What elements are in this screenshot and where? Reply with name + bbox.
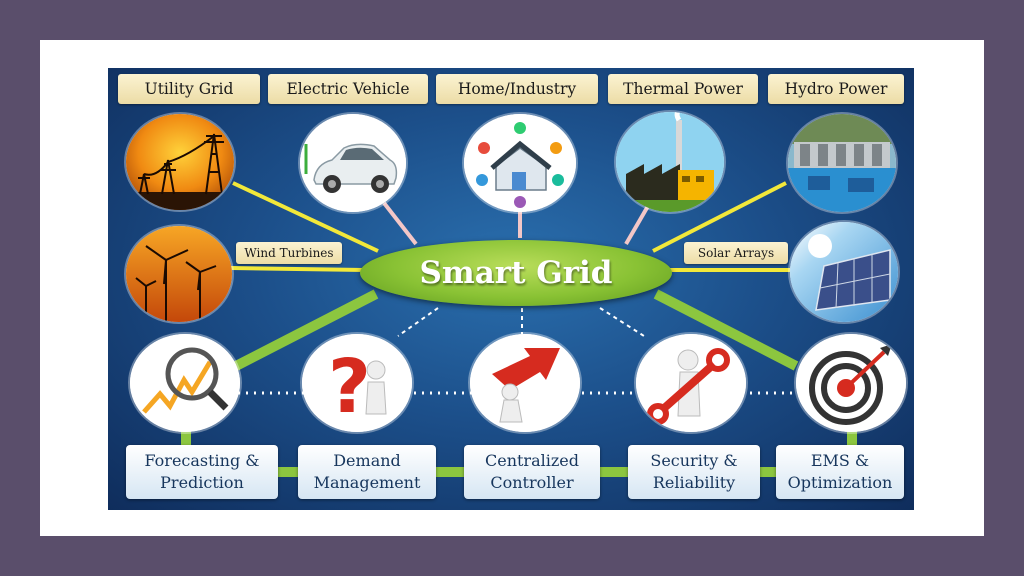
electric-vehicle-circle xyxy=(300,114,406,212)
smart-home-icon xyxy=(464,114,576,212)
demand-line1: Demand xyxy=(333,451,401,470)
label-wind-turbines: Wind Turbines xyxy=(236,242,342,264)
target-dart-icon xyxy=(796,334,906,432)
wrench-icon xyxy=(636,334,746,432)
dashed-demand xyxy=(397,307,439,337)
security-box: Security & Reliability xyxy=(628,445,760,499)
power-tower-icon xyxy=(126,114,234,210)
arrow-push-icon xyxy=(470,334,580,432)
ems-box: EMS & Optimization xyxy=(776,445,904,499)
solar-panel-icon xyxy=(790,222,898,322)
forecasting-line2: Prediction xyxy=(160,473,244,492)
connector-thermal xyxy=(624,204,650,246)
demand-circle: ? xyxy=(302,334,412,432)
utility-grid-circle xyxy=(126,114,234,210)
label-utility-grid: Utility Grid xyxy=(118,74,260,104)
security-line1: Security & xyxy=(650,451,738,470)
demand-line2: Management xyxy=(313,473,421,492)
factory-icon xyxy=(616,112,724,212)
label-electric-vehicle: Electric Vehicle xyxy=(268,74,428,104)
controller-circle xyxy=(470,334,580,432)
forecasting-line1: Forecasting & xyxy=(144,451,260,470)
car-icon xyxy=(300,114,406,212)
ems-circle xyxy=(796,334,906,432)
connector-utility-grid xyxy=(232,181,379,253)
solar-arrays-circle xyxy=(790,222,898,322)
question-mark-icon: ? xyxy=(302,334,412,432)
home-industry-circle xyxy=(464,114,576,212)
controller-line2: Controller xyxy=(490,473,574,492)
connector-forecasting xyxy=(233,289,379,371)
ems-line2: Optimization xyxy=(787,473,893,492)
dashed-security xyxy=(599,307,645,337)
label-hydro-power: Hydro Power xyxy=(768,74,904,104)
controller-box: Centralized Controller xyxy=(464,445,600,499)
security-line2: Reliability xyxy=(652,473,736,492)
smart-grid-diagram: Utility Grid Electric Vehicle Home/Indus… xyxy=(108,68,914,510)
controller-line1: Centralized xyxy=(484,451,579,470)
demand-box: Demand Management xyxy=(298,445,436,499)
security-circle xyxy=(636,334,746,432)
svg-text:?: ? xyxy=(328,344,371,430)
label-thermal-power: Thermal Power xyxy=(608,74,758,104)
connector-ems xyxy=(653,289,799,371)
smart-grid-hub: Smart Grid xyxy=(360,240,672,306)
connector-ev xyxy=(382,201,418,246)
forecasting-circle xyxy=(130,334,240,432)
label-home-industry: Home/Industry xyxy=(436,74,598,104)
wind-turbines-circle xyxy=(126,226,232,322)
forecasting-box: Forecasting & Prediction xyxy=(126,445,278,499)
ems-line1: EMS & xyxy=(810,451,870,470)
label-solar-arrays: Solar Arrays xyxy=(684,242,788,264)
dam-icon xyxy=(788,114,896,212)
magnifier-chart-icon xyxy=(130,334,240,432)
hub-label: Smart Grid xyxy=(419,255,613,291)
wind-turbine-icon xyxy=(126,226,232,322)
connector-hydro xyxy=(652,181,787,253)
thermal-power-circle xyxy=(616,112,724,212)
hydro-power-circle xyxy=(788,114,896,212)
connector-wind xyxy=(230,266,365,272)
